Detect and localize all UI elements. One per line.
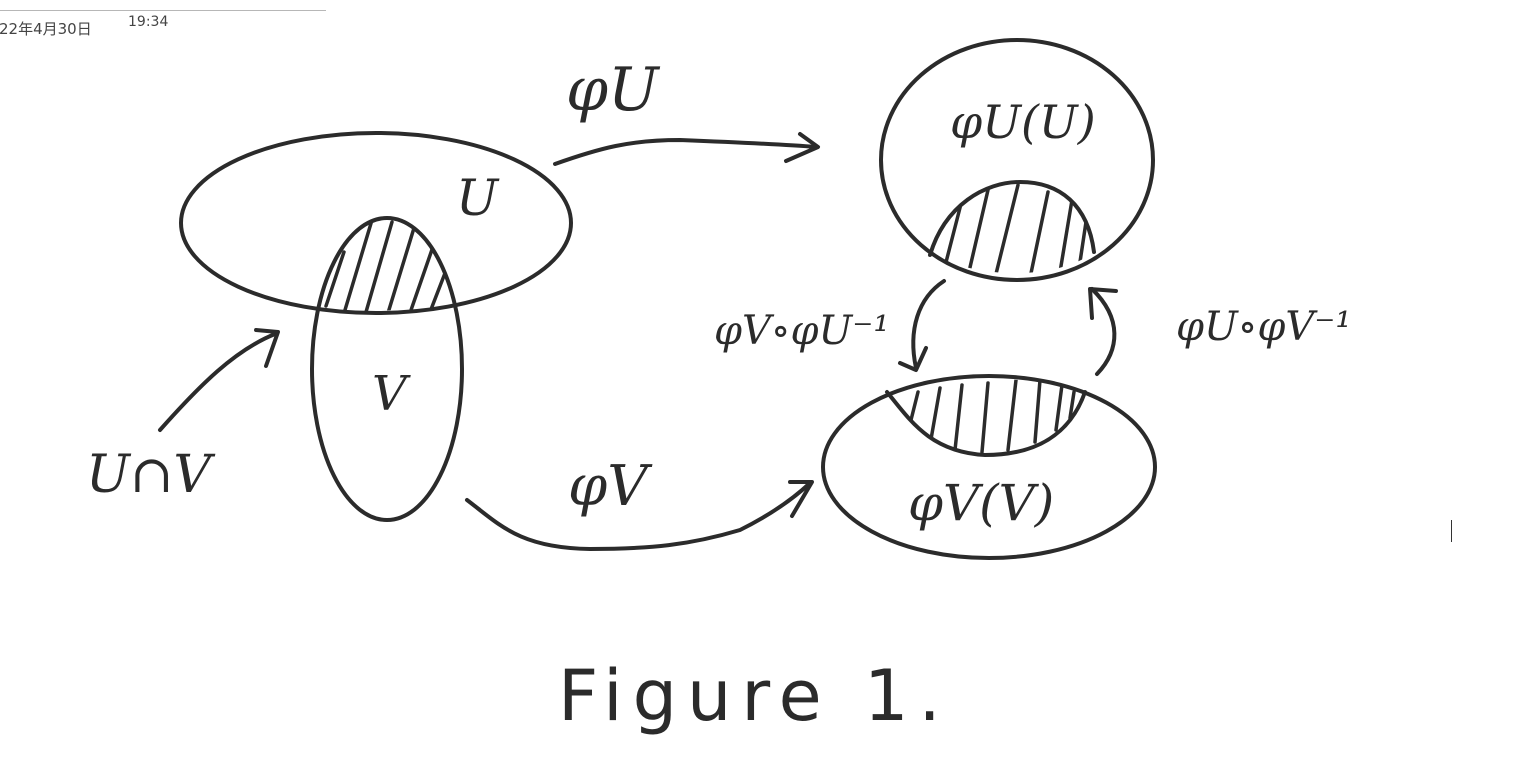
image-u-overlap-boundary: [928, 180, 1096, 257]
map-phi-v-label: φV: [568, 454, 653, 519]
arrow-transition-down: [898, 279, 946, 372]
set-v-ellipse: [310, 216, 464, 522]
map-phi-u-label: φU: [566, 55, 661, 125]
image-u-hatching: [942, 183, 1088, 274]
intersection-hatching: [324, 219, 454, 313]
text-cursor: [1451, 520, 1452, 542]
image-v-ellipse: [821, 374, 1157, 560]
image-v-label: φV(V): [908, 474, 1054, 532]
page-time: 19:34: [128, 14, 169, 30]
set-v-label: V: [372, 366, 411, 422]
page-date: 22年4月30日: [0, 20, 92, 38]
set-u-ellipse: [179, 131, 573, 315]
image-u-label: φU(U): [950, 95, 1096, 149]
transition-right-label: φU∘φV⁻¹: [1176, 304, 1351, 350]
arrow-phi-v: [465, 480, 814, 551]
arrow-transition-up: [1088, 287, 1118, 376]
image-u-ellipse: [879, 38, 1155, 282]
arrow-intersection-pointer: [158, 328, 280, 432]
image-v-overlap-boundary: [885, 390, 1087, 457]
set-u-label: U: [456, 169, 500, 227]
figure-caption: Figure 1.: [558, 655, 951, 737]
intersection-label: U∩V: [86, 445, 215, 505]
page-header-rule: [0, 10, 326, 11]
arrow-phi-u: [553, 132, 820, 166]
transition-left-label: φV∘φU⁻¹: [714, 308, 889, 354]
